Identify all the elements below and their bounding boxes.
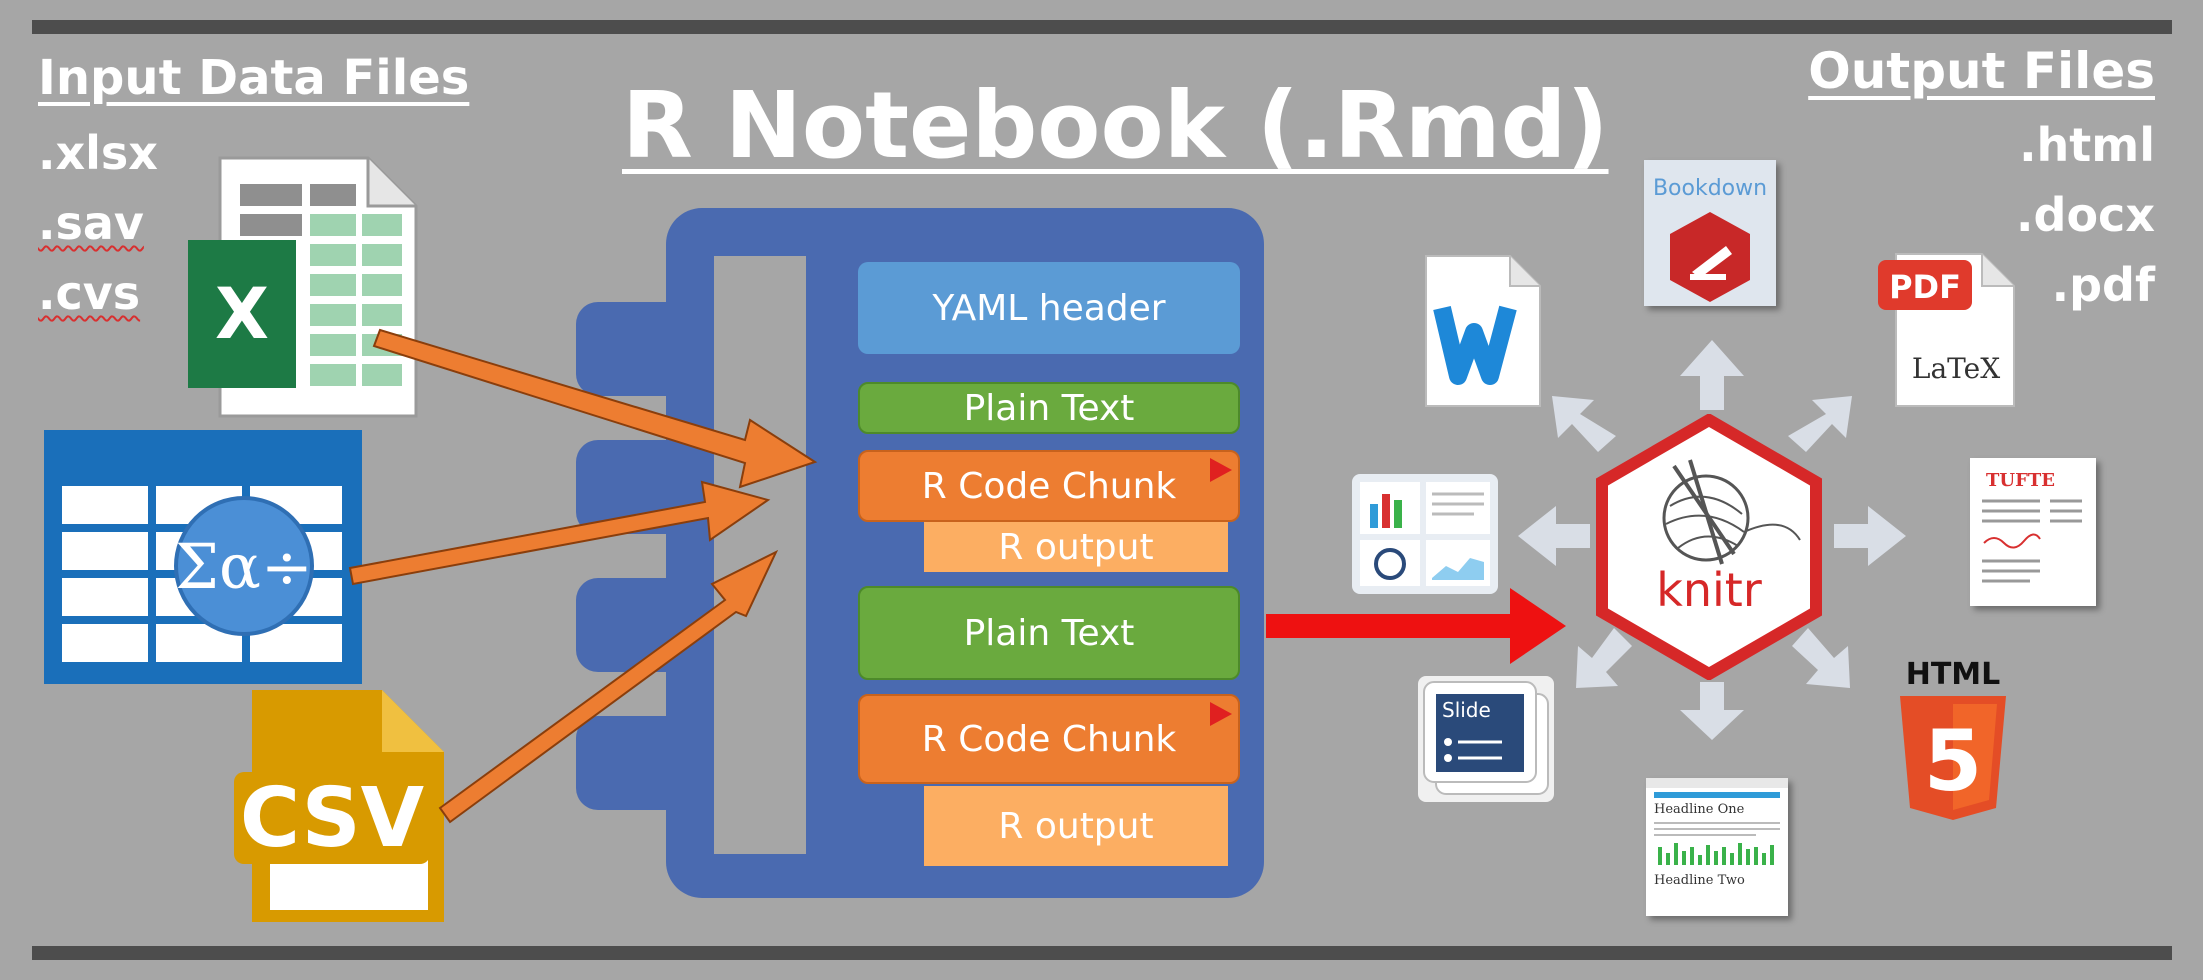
headline-one-label: Headline One [1654, 802, 1745, 817]
bookdown-icon: Bookdown [1644, 160, 1776, 306]
knitr-output-arrow [1680, 340, 1744, 410]
knitr-output-arrow [1518, 506, 1590, 566]
csv-label: CSV [240, 771, 425, 866]
spss-sigma-symbol: Σα÷ [175, 530, 313, 603]
html-document-icon: Headline One Headline Two [1646, 778, 1788, 916]
input-extension-list: .xlsx .sav .cvs [38, 118, 158, 328]
tufte-label: TUFTE [1986, 470, 2055, 491]
spss-data-icon: Σα÷ [44, 430, 362, 684]
input-ext-sav: .sav [38, 196, 144, 250]
knitr-output-arrow [1680, 682, 1744, 740]
output-files-heading: Output Files [1808, 42, 2155, 100]
word-document-icon [1425, 255, 1541, 407]
yaml-header-block: YAML header [858, 262, 1240, 354]
render-arrow [1266, 588, 1566, 664]
knitr-label: knitr [1656, 563, 1762, 617]
pdf-label: PDF [1889, 268, 1961, 306]
run-chunk-flag-icon [1210, 458, 1232, 482]
title-text: R Notebook (.Rmd) [622, 72, 1609, 179]
notebook-spine [714, 256, 806, 854]
csv-file-icon: CSV [234, 690, 444, 922]
knitr-output-arrow [1834, 506, 1906, 566]
knitr-output-arrow [1576, 628, 1632, 688]
plain-text-block: Plain Text [858, 382, 1240, 434]
output-ext-pdf: .pdf [2051, 258, 2155, 312]
slide-label: Slide [1442, 698, 1491, 722]
headline-two-label: Headline Two [1654, 873, 1745, 888]
html-label: HTML [1906, 657, 2001, 692]
knitr-output-arrow [1788, 396, 1852, 452]
bookdown-label: Bookdown [1652, 176, 1768, 201]
input-ext-cvs: .cvs [38, 266, 141, 320]
spss-to-notebook-arrow [348, 480, 771, 586]
html5-icon: HTML 5 [1900, 657, 2006, 820]
top-divider-bar [32, 20, 2172, 34]
plain-text-block: Plain Text [858, 586, 1240, 680]
csv-to-notebook-arrow [438, 549, 779, 824]
r-code-chunk-label: R Code Chunk [921, 465, 1177, 507]
dashboard-icon [1352, 474, 1498, 594]
tufte-handout-icon: TUFTE [1970, 458, 2096, 606]
input-ext-xlsx: .xlsx [38, 126, 158, 180]
output-ext-docx: .docx [2016, 188, 2155, 242]
r-code-chunk-block: R Code Chunk [858, 450, 1240, 522]
knitr-output-arrow [1552, 396, 1616, 452]
pdf-latex-icon: PDF LaTeX [1878, 253, 2015, 407]
run-chunk-flag-icon [1210, 702, 1232, 726]
r-code-chunk-label: R Code Chunk [921, 718, 1177, 760]
input-files-heading: Input Data Files [38, 50, 470, 106]
r-output-block: R output [924, 522, 1228, 572]
latex-label: LaTeX [1912, 352, 2000, 385]
output-ext-html: .html [2019, 118, 2155, 172]
knitr-hex-logo: knitr [1596, 414, 1822, 680]
page-title: R Notebook (.Rmd) [622, 72, 1609, 179]
output-extension-list: .html .docx .pdf [2016, 110, 2155, 320]
excel-to-notebook-arrow [372, 328, 818, 489]
excel-x-badge: X [188, 240, 296, 388]
bottom-divider-bar [32, 946, 2172, 960]
r-code-chunk-block: R Code Chunk [858, 694, 1240, 784]
knitr-output-arrow [1792, 628, 1850, 688]
bookdown-hex-icon [1670, 212, 1750, 302]
slide-presentation-icon: Slide [1418, 676, 1554, 802]
r-output-block: R output [924, 786, 1228, 866]
html5-digit: 5 [1924, 712, 1982, 810]
